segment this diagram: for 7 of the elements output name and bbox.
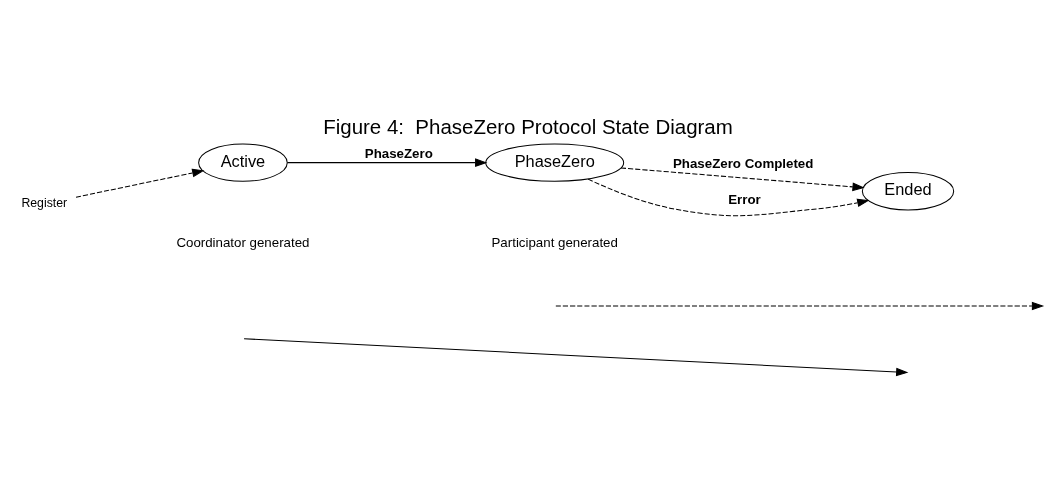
node-text: Register bbox=[21, 195, 68, 210]
edge-label: PhaseZero Completed bbox=[672, 156, 814, 172]
legend-label: Coordinator generated bbox=[176, 235, 310, 250]
legend-label: Participant generated bbox=[491, 235, 618, 250]
diagram-title: Figure 4: PhaseZero Protocol State Diagram bbox=[323, 114, 733, 138]
edge-label: PhaseZero bbox=[364, 145, 433, 161]
edge-label: Error bbox=[728, 192, 761, 207]
